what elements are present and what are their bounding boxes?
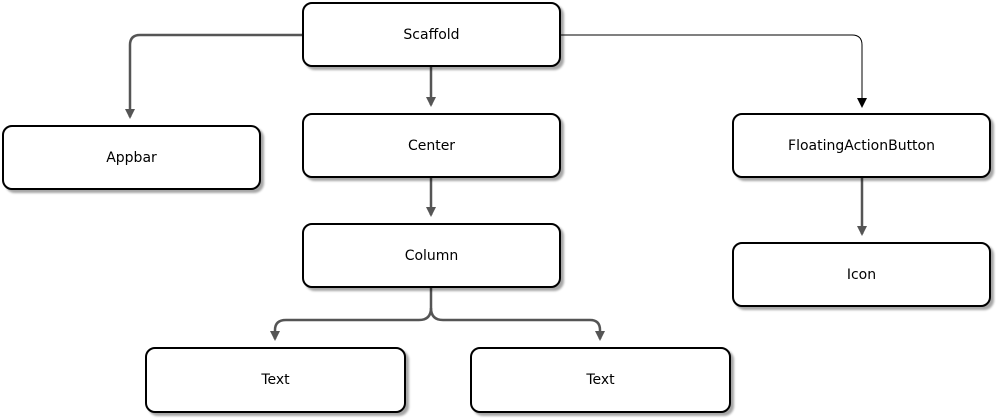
edge-column-text-left [270, 288, 433, 341]
node-column: Column [302, 223, 561, 288]
edge-scaffold-appbar [125, 33, 302, 119]
node-icon-label: Icon [846, 266, 877, 283]
node-scaffold: Scaffold [302, 2, 561, 67]
edge-column-text-right [429, 307, 605, 341]
edge-scaffold-fab [561, 34, 867, 108]
node-center: Center [302, 113, 561, 178]
node-text-left-label: Text [261, 372, 290, 388]
node-center-label: Center [407, 137, 456, 154]
node-appbar-label: Appbar [106, 149, 157, 166]
node-floating-action-button: FloatingActionButton [732, 113, 991, 178]
node-text-right-label: Text [586, 372, 615, 388]
node-floating-action-button-label: FloatingActionButton [788, 137, 935, 154]
node-icon: Icon [732, 242, 991, 307]
node-appbar: Appbar [2, 125, 261, 190]
node-text-left: Text [145, 347, 406, 413]
node-column-label: Column [404, 247, 459, 264]
node-scaffold-label: Scaffold [403, 26, 460, 43]
node-text-right: Text [470, 347, 731, 413]
